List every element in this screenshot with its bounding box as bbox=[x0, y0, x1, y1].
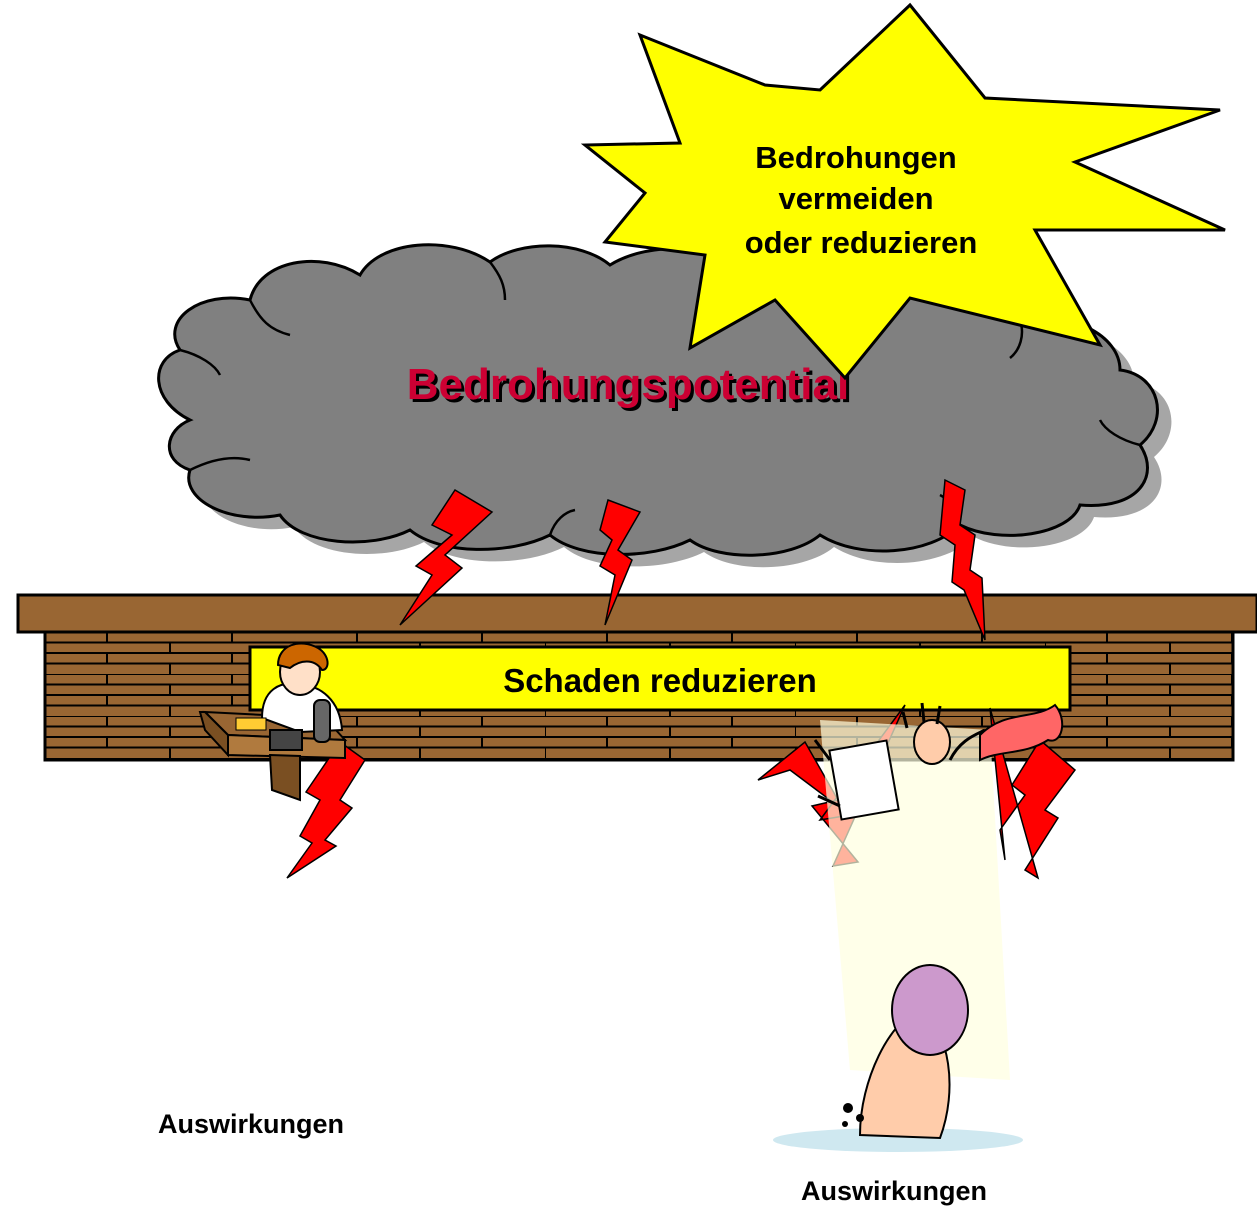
star-line-1: Bedrohungen bbox=[755, 140, 957, 175]
cloud-title: Bedrohungspotential bbox=[407, 360, 849, 409]
wall-cap bbox=[18, 595, 1257, 632]
star-line-2: vermeiden bbox=[778, 181, 933, 216]
banner-label: Schaden reduzieren bbox=[503, 662, 817, 699]
impact-caption-right: Auswirkungen bbox=[801, 1176, 987, 1206]
star-line-3: oder reduzieren bbox=[745, 225, 978, 260]
impact-caption-left: Auswirkungen bbox=[158, 1109, 344, 1139]
